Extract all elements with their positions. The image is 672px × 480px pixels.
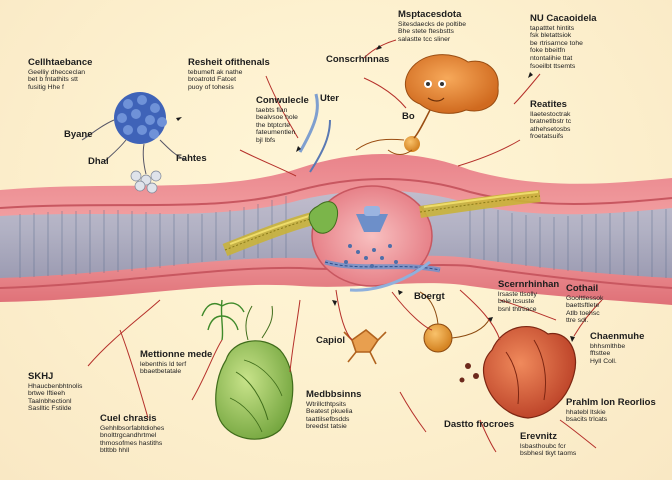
label-description: lsbasthoubc fcr bsbhesl tkyt taoms [520, 442, 577, 458]
label-erevnitz: Erevnitz lsbasthoubc fcr bsbhesl tkyt ta… [520, 431, 606, 458]
label-title: Msptacesdota [398, 9, 462, 20]
label-medbbsinns: Medbbsinns Wtrillcthtpsits Beatest pkuel… [306, 389, 392, 431]
label-title: Dhal [88, 156, 109, 167]
label-title: Scernrhinhan [498, 279, 560, 290]
arrowheads [176, 45, 575, 342]
label-title: Prahlm lon Reorlios [566, 397, 656, 408]
label-title: Reatites [530, 99, 567, 110]
label-description: lrsaste tlsolly bele tcsuste bsnl thtrti… [498, 290, 537, 313]
label-reatites: Reatites Ilaetestoctrak bratnetlbstr tc … [530, 99, 620, 141]
label-description: Geelliy dhecceclan bet b fntathits stt f… [28, 68, 86, 91]
label-capiol: Capiol [316, 335, 346, 347]
label-title: Cellhtaebance [28, 57, 93, 68]
label-title: Conwulecle [256, 95, 309, 106]
fiber-bundle-right [419, 190, 541, 218]
label-prahlm-lon-reorlios: Prahlm lon Reorlios hhatebl ltskie bsaci… [566, 397, 668, 424]
label-description: Gehhlbsorfabltdiohes bnolttrgcandhrtmel … [100, 424, 165, 455]
label-title: Capiol [316, 335, 346, 346]
label-resheit: Resheit ofithenals tebumeft ak nathe bro… [188, 57, 292, 91]
molecule-cluster [81, 92, 187, 194]
label-scernrhinhan: Scernrhinhan lrsaste tlsolly bele tcsust… [498, 279, 582, 313]
label-title: Dastto frocroes [444, 419, 515, 430]
label-chaenmuhe: Chaenmuhe bhhsmlthbe fftsttee Hyll Coll. [590, 331, 660, 365]
label-skhj: SKHJ Hhaucbenbhtnolis brtwe Iftieeh Taal… [28, 371, 120, 413]
label-title: Resheit ofithenals [188, 57, 270, 68]
orange-orb [419, 291, 491, 353]
label-byane: Byane [64, 129, 93, 141]
leader-lines [87, 39, 603, 453]
heart-organ [459, 325, 577, 419]
label-description: Wtrillcthtpsits Beatest pkuelia taattils… [306, 400, 353, 431]
label-mettionne-mede: Mettionne mede lebenthis ld terf bbaetbe… [140, 349, 226, 376]
green-leaf-cell [215, 305, 294, 440]
label-nu-cacaoidela: NU Cacaoidela tapatttet hintits fsk blet… [530, 13, 630, 70]
label-bo: Bo [402, 111, 415, 123]
label-conscrhinnas: Conscrhinnas [326, 54, 390, 66]
label-title: NU Cacaoidela [530, 13, 597, 24]
label-title: Chaenmuhe [590, 331, 645, 342]
label-title: Conscrhinnas [326, 54, 390, 65]
label-title: Fahtes [176, 153, 207, 164]
label-description: tebumeft ak nathe broatrotd Fatcet puoy … [188, 68, 243, 91]
label-title: Cothail [566, 283, 599, 294]
label-fahtes: Fahtes [176, 153, 207, 165]
label-description: bhhsmlthbe fftsttee Hyll Coll. [590, 342, 626, 365]
label-description: taebts flan bealvsoe hole the btptcrte f… [256, 106, 298, 145]
label-description: hhatebl ltskie bsacits trlcats [566, 408, 608, 424]
label-title: Cuel chrasis [100, 413, 157, 424]
label-title: SKHJ [28, 371, 54, 382]
green-sprout [201, 299, 245, 341]
label-msptacesdota: Msptacesdota Sitesdaecks de poltibe Bhe … [398, 9, 502, 43]
label-description: tapatttet hintits fsk bletattsiok be rtr… [530, 24, 583, 70]
label-description: Ilaetestoctrak bratnetlbstr tc athehseto… [530, 110, 572, 141]
label-cellhtaebance: Cellhtaebance Geelliy dhecceclan bet b f… [28, 57, 124, 91]
label-title: Erevnitz [520, 431, 557, 442]
label-title: Uter [320, 93, 340, 104]
label-uter: Uter [320, 93, 340, 105]
label-title: Medbbsinns [306, 389, 362, 400]
blue-nerve-fibers [298, 93, 441, 292]
label-title: Bo [402, 111, 415, 122]
label-title: Boergt [414, 291, 445, 302]
label-description: Goolttlessok baettsftlete Atlb toehsc tt… [566, 294, 604, 325]
label-description: Hhaucbenbhtnolis brtwe Iftieeh Taalnbhec… [28, 382, 83, 413]
orange-cell-creature [355, 54, 499, 155]
leaf-cell-small [308, 201, 338, 234]
label-description: Sitesdaecks de poltibe Bhe stete ftesbst… [398, 20, 467, 43]
label-title: Mettionne mede [140, 349, 213, 360]
capillary-structure [343, 328, 387, 365]
label-dastto-frocroes: Dastto frocroes [444, 419, 515, 431]
label-cuel-chrasis: Cuel chrasis Gehhlbsorfabltdiohes bnoltt… [100, 413, 212, 455]
label-cothail: Cothail Goolttlessok baettsftlete Atlb t… [566, 283, 638, 325]
label-boergt: Boergt [414, 291, 445, 303]
blood-vessel [0, 153, 672, 305]
receptor-protein [344, 206, 398, 268]
label-title: Byane [64, 129, 93, 140]
label-dhal: Dhal [88, 156, 109, 168]
label-conwulecle: Conwulecle taebts flan bealvsoe hole the… [256, 95, 326, 145]
label-description: lebenthis ld terf bbaetbetatale [140, 360, 187, 376]
